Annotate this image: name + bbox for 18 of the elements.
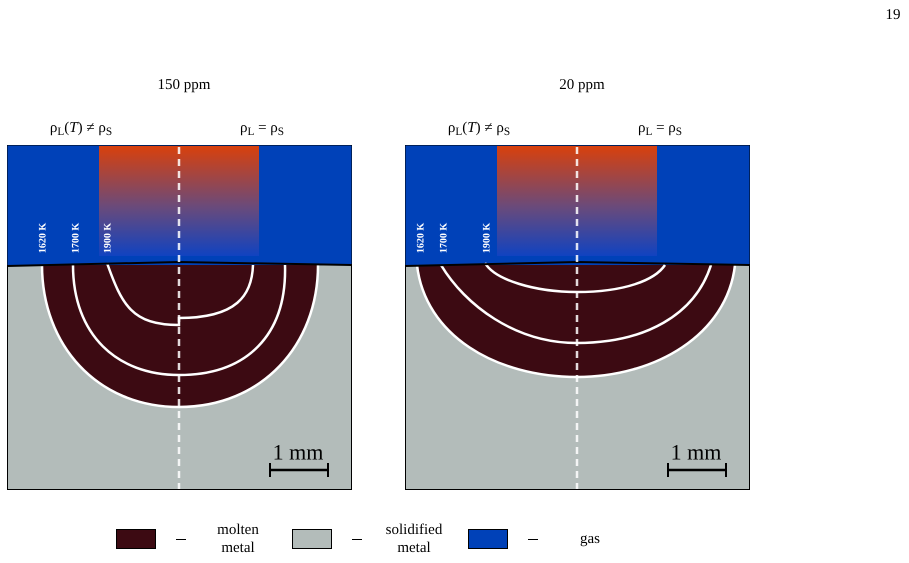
- legend-label: gas: [579, 530, 601, 548]
- column-heading: ρ$_{L}$(T) ≠ ρ$_{S}$: [50, 118, 112, 140]
- column-heading: ρ$_{L}$ = ρ$_{S}$: [638, 118, 682, 140]
- isotherm-label: 1700 K: [70, 222, 82, 254]
- legend-label: solidified metal: [384, 521, 444, 557]
- panel-title: 20 ppm: [559, 76, 605, 95]
- isotherm-label: 1620 K: [36, 222, 50, 254]
- isotherm-label: 1620 K: [414, 222, 428, 254]
- scale-label: 1 mm: [272, 438, 324, 466]
- isotherm-label: 1900 K: [480, 222, 494, 254]
- scale-label: 1 mm: [670, 438, 722, 466]
- column-heading: ρ$_{L}$(T) ≠ ρ$_{S}$: [448, 118, 510, 140]
- isotherm-label: 1700 K: [438, 222, 450, 254]
- page-number: 19: [886, 6, 900, 25]
- legend-label: molten metal: [216, 521, 260, 557]
- column-heading: ρ$_{L}$ = ρ$_{S}$: [240, 118, 284, 140]
- isotherm-label: 1900 K: [102, 222, 114, 254]
- panel-title: 150 ppm: [158, 76, 210, 95]
